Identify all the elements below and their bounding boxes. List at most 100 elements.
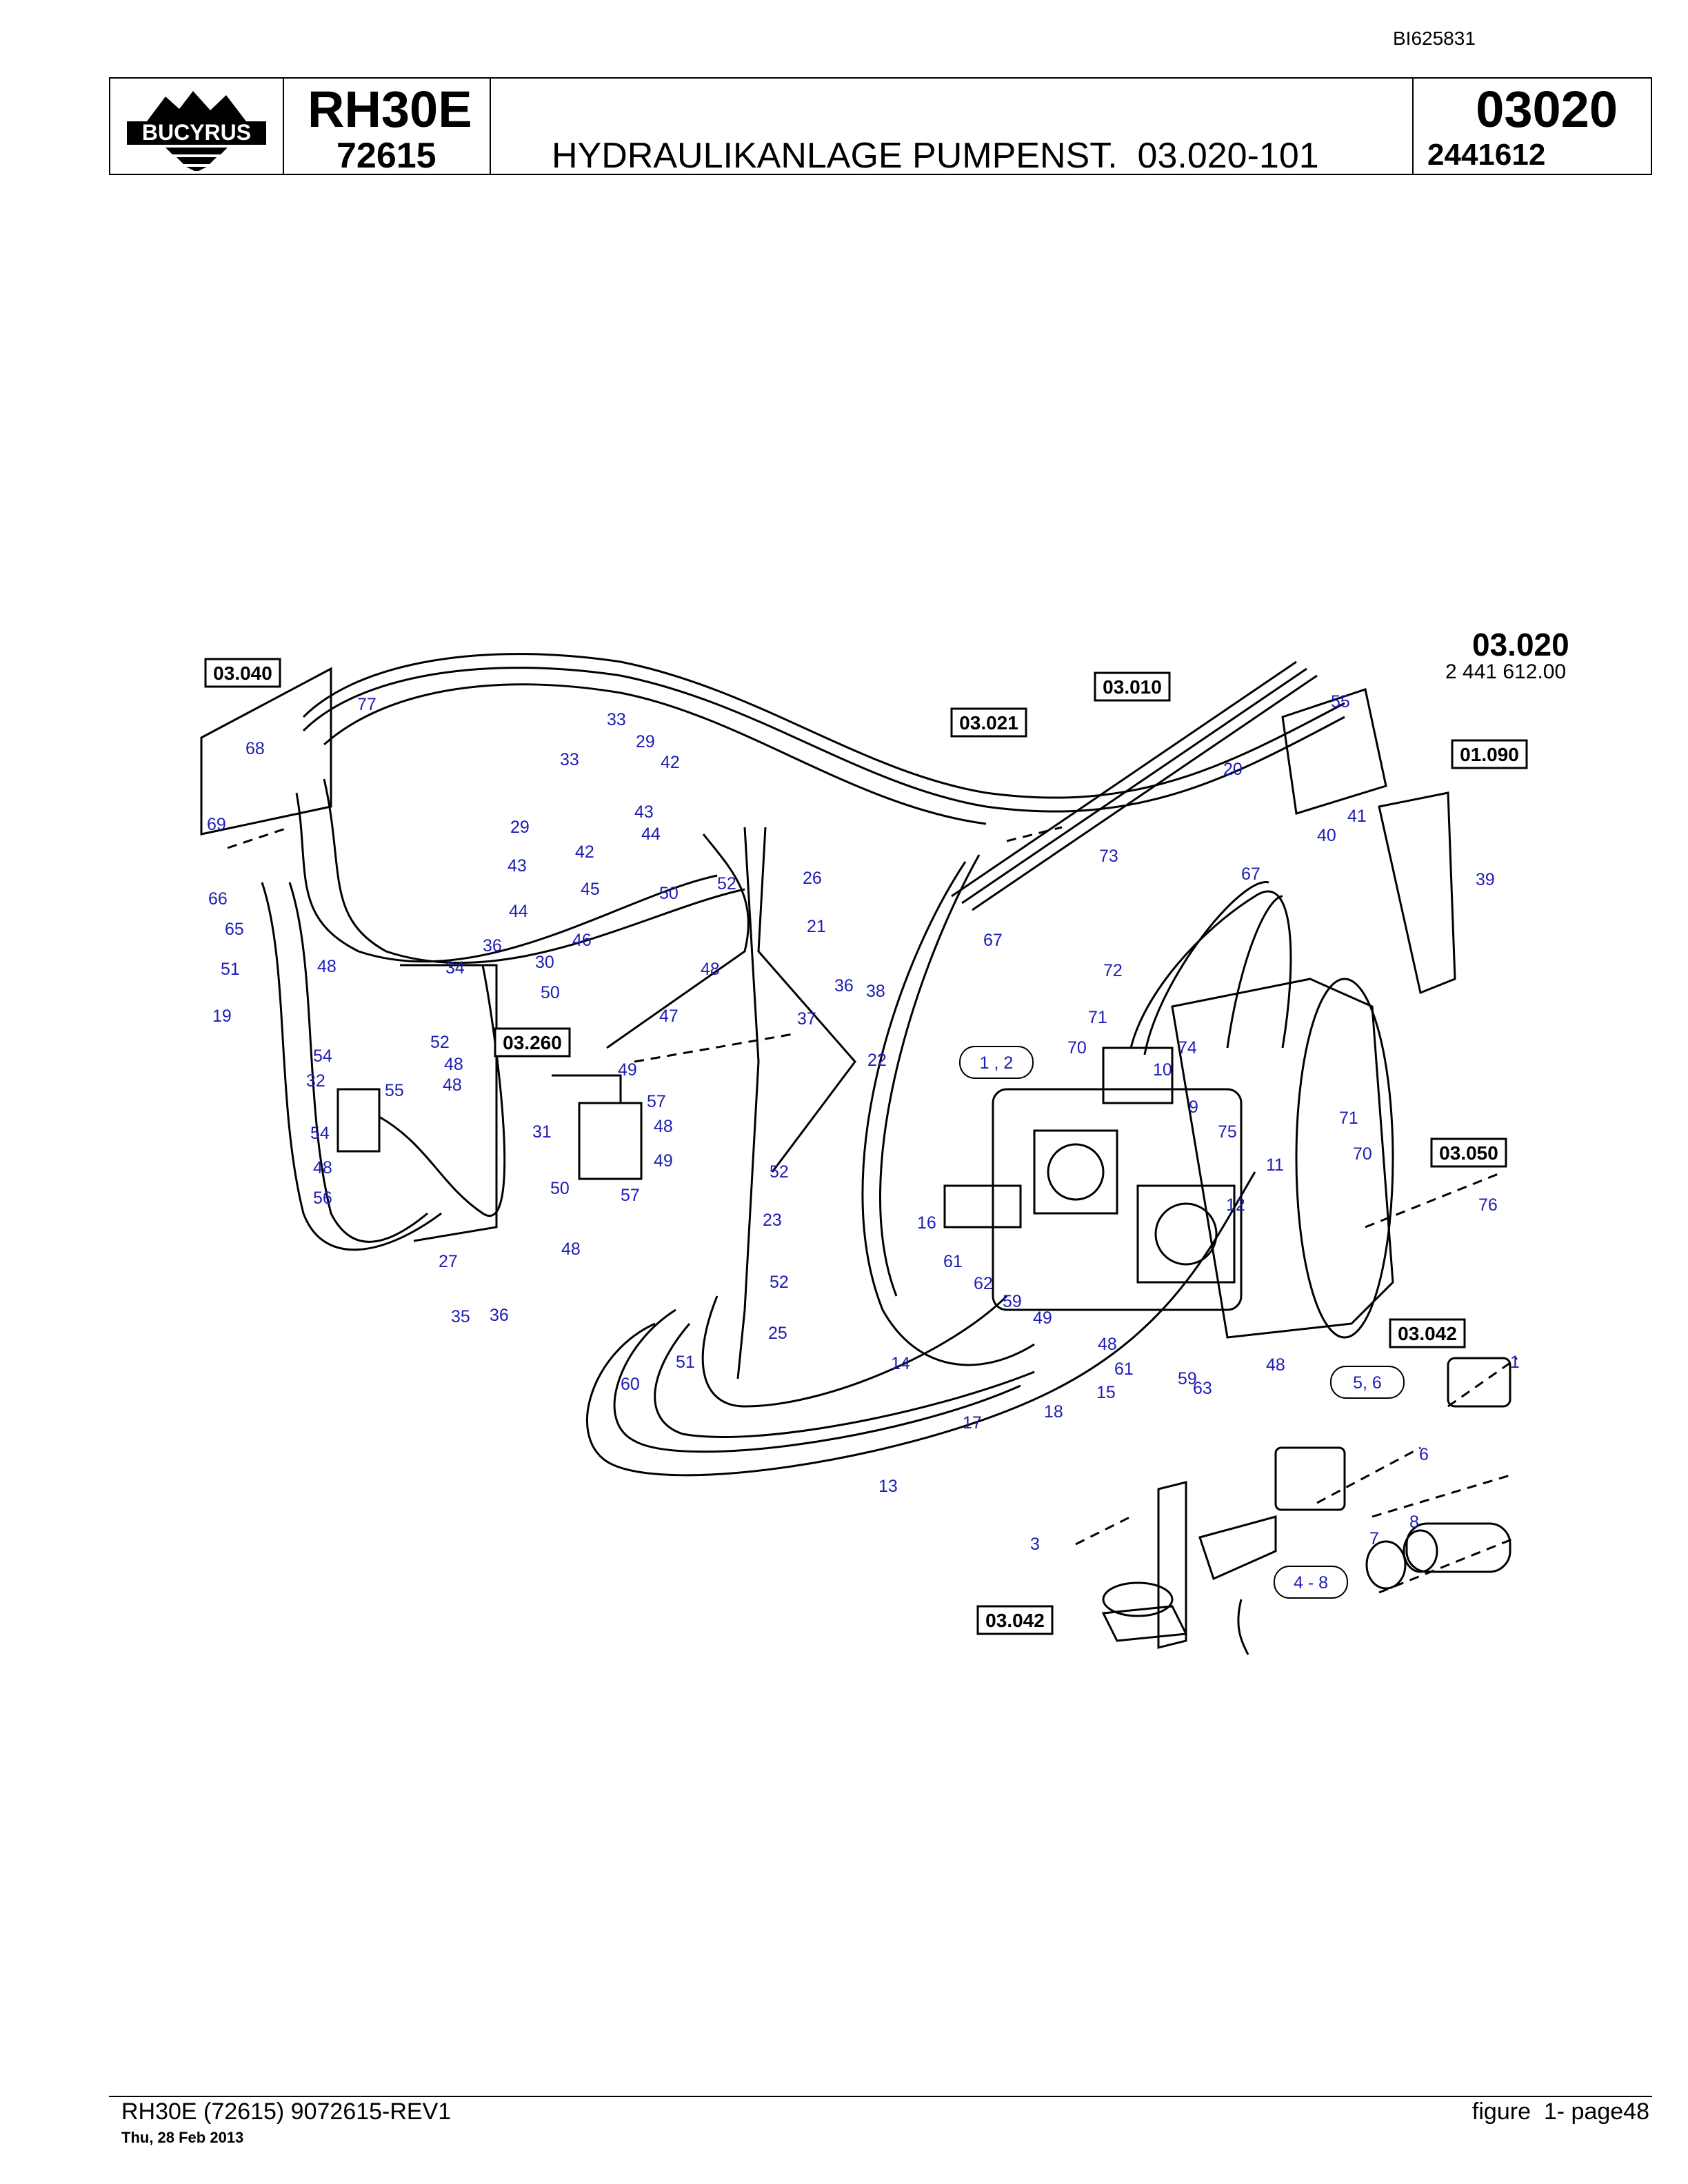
item-callout: 42 xyxy=(661,753,680,772)
reference-box-label: 03.042 xyxy=(1398,1323,1457,1344)
item-callout: 6 xyxy=(1419,1445,1429,1464)
item-callout: 10 xyxy=(1153,1060,1172,1080)
item-callout: 48 xyxy=(701,960,720,979)
footer-date: Thu, 28 Feb 2013 xyxy=(121,2129,244,2146)
item-callout: 48 xyxy=(444,1055,463,1074)
item-callout: 56 xyxy=(313,1189,332,1208)
item-callout: 36 xyxy=(490,1306,509,1325)
item-callout: 42 xyxy=(575,842,594,862)
item-callout: 47 xyxy=(659,1007,679,1026)
item-callout: 48 xyxy=(443,1075,462,1095)
item-callout: 16 xyxy=(917,1213,936,1233)
item-callout: 48 xyxy=(317,957,336,976)
reference-box-label: 01.090 xyxy=(1460,744,1519,765)
item-callout: 70 xyxy=(1353,1144,1372,1164)
reference-box-label: 03.050 xyxy=(1439,1142,1498,1164)
item-callout: 72 xyxy=(1103,961,1123,980)
item-callout: 32 xyxy=(306,1071,325,1091)
item-callout: 3 xyxy=(1030,1535,1040,1554)
item-callout: 61 xyxy=(943,1252,963,1271)
item-callout: 33 xyxy=(607,710,626,729)
item-callout: 74 xyxy=(1178,1038,1197,1058)
item-callout: 46 xyxy=(572,931,592,950)
item-callout: 35 xyxy=(451,1307,470,1326)
group-label: 5, 6 xyxy=(1353,1373,1382,1393)
item-callout: 44 xyxy=(641,825,661,844)
item-callout: 52 xyxy=(770,1273,789,1292)
item-callout: 67 xyxy=(983,931,1003,950)
item-callout: 50 xyxy=(550,1179,570,1198)
item-callout: 49 xyxy=(618,1060,637,1080)
item-callout: 67 xyxy=(1241,865,1260,884)
item-callout: 54 xyxy=(313,1046,332,1066)
item-callout: 40 xyxy=(1317,826,1336,845)
section-number: 03020 xyxy=(1476,81,1618,138)
item-callout: 36 xyxy=(483,936,502,956)
item-callout: 52 xyxy=(717,874,736,893)
item-callout: 51 xyxy=(676,1353,695,1372)
item-callout: 41 xyxy=(1347,807,1367,826)
logo-cell: BUCYRUS xyxy=(110,79,284,174)
item-callout: 71 xyxy=(1339,1109,1358,1128)
item-callout: 27 xyxy=(439,1252,458,1271)
item-callout: 59 xyxy=(1003,1292,1022,1311)
part-number: 2441612 xyxy=(1427,138,1546,172)
reference-box xyxy=(204,658,281,688)
item-callout: 69 xyxy=(207,815,226,834)
item-callout: 29 xyxy=(636,732,655,751)
group-label-oval xyxy=(959,1046,1034,1079)
item-callout: 38 xyxy=(866,982,885,1001)
item-callout: 57 xyxy=(647,1092,666,1111)
item-callout: 57 xyxy=(621,1186,640,1205)
drawing-linework xyxy=(200,653,1518,1655)
footer-document: RH30E (72615) 9072615-REV1 xyxy=(121,2099,452,2125)
item-callout: 49 xyxy=(1033,1308,1052,1328)
item-callout: 48 xyxy=(313,1158,332,1177)
item-callout: 44 xyxy=(509,902,528,921)
group-label-oval xyxy=(1274,1566,1348,1599)
item-callout: 52 xyxy=(770,1162,789,1182)
item-callout: 9 xyxy=(1189,1098,1198,1117)
item-callout: 22 xyxy=(867,1051,887,1070)
item-callout: 48 xyxy=(654,1117,673,1136)
figure-part-number: 2 441 612.00 xyxy=(1445,660,1567,683)
item-callout: 21 xyxy=(807,917,826,936)
item-callout: 13 xyxy=(878,1477,898,1496)
number-cell: 03020 2441612 xyxy=(1414,79,1651,174)
item-callout: 48 xyxy=(561,1240,581,1259)
item-callout: 62 xyxy=(974,1274,993,1293)
item-callout: 37 xyxy=(797,1009,816,1029)
reference-box xyxy=(1094,671,1171,702)
reference-box-label: 03.260 xyxy=(503,1032,562,1053)
item-callout: 43 xyxy=(508,856,527,876)
reference-box xyxy=(1451,739,1528,769)
item-callout: 33 xyxy=(560,750,579,769)
reference-box xyxy=(1430,1138,1507,1168)
group-label: 1 , 2 xyxy=(980,1053,1014,1073)
item-callout: 12 xyxy=(1226,1195,1245,1215)
reference-box-label: 03.042 xyxy=(985,1610,1045,1631)
item-callout: 52 xyxy=(430,1033,450,1052)
reference-box-label: 03.021 xyxy=(959,712,1018,734)
item-callout: 8 xyxy=(1409,1513,1419,1532)
item-callout: 48 xyxy=(1098,1335,1117,1354)
footer-page: figure 1- page48 xyxy=(1471,2099,1649,2125)
group-label: 4 - 8 xyxy=(1294,1573,1328,1593)
page-title: HYDRAULIKANLAGE PUMPENST. 03.020-101 xyxy=(552,136,1319,176)
item-callout: 51 xyxy=(221,960,240,979)
reference-box xyxy=(950,707,1027,738)
item-callout: 29 xyxy=(510,818,530,837)
title-block: BUCYRUS RH30E 72615 HYDRAULIKANLAGE PUMP… xyxy=(109,77,1652,176)
item-callout: 11 xyxy=(1266,1155,1284,1175)
item-callout: 68 xyxy=(245,739,265,758)
item-callout: 77 xyxy=(357,695,376,714)
group-label-oval xyxy=(1330,1366,1405,1399)
item-callout: 55 xyxy=(1331,692,1350,711)
item-callout: 50 xyxy=(659,884,679,903)
reference-box xyxy=(494,1027,571,1058)
item-callout: 36 xyxy=(834,976,854,995)
item-callout: 30 xyxy=(535,953,554,972)
reference-box xyxy=(1389,1318,1466,1348)
item-callout: 34 xyxy=(445,958,465,978)
